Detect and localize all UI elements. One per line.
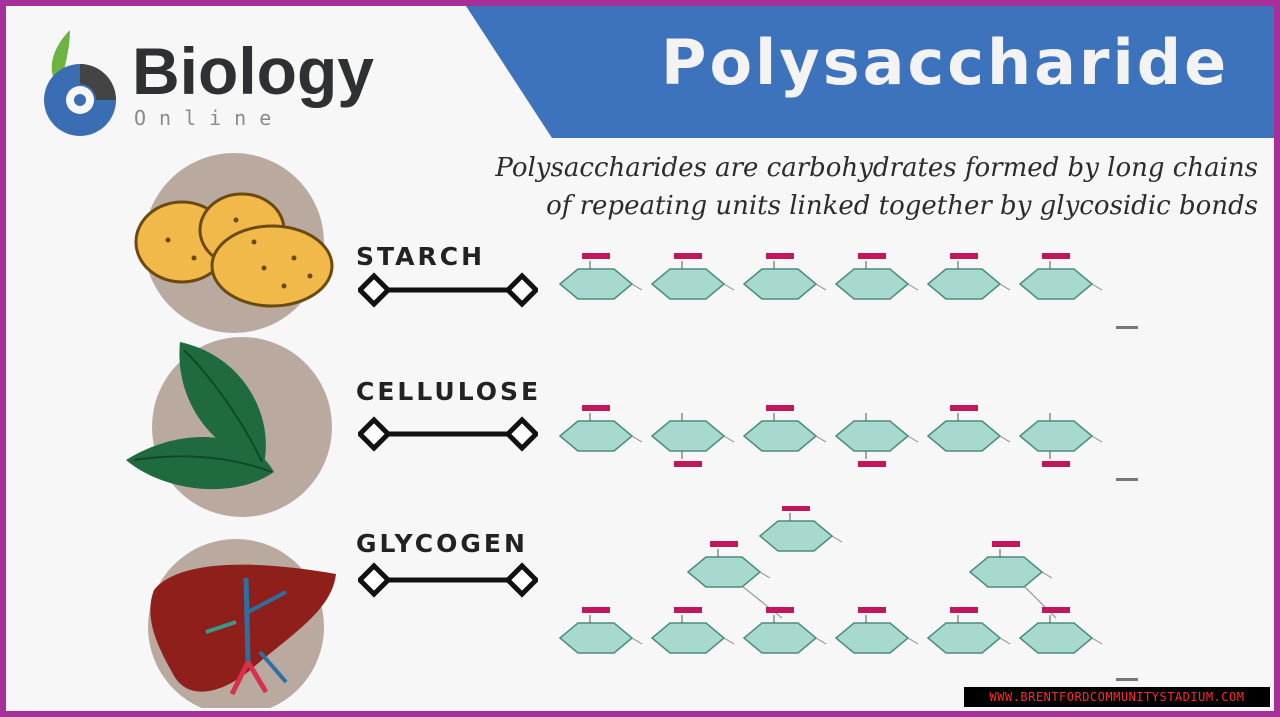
watermark-url: WWW.BRENTFORDCOMMUNITYSTADIUM.COM [964,687,1270,707]
infographic-frame: Polysaccharide Biology Online Polysaccha… [6,6,1274,711]
glycosidic-bond-icon [358,562,538,598]
glucose-ring-icon [926,253,1011,300]
glucose-ring-icon [926,607,1011,654]
glucose-ring-icon [558,607,643,654]
glucose-ring-icon [742,405,827,452]
leaf-icon [126,337,332,517]
glycogen-branch-diagram [558,506,1138,681]
glucose-ring-icon [1018,253,1103,300]
page-title: Polysaccharide [661,26,1230,99]
glucose-ring-icon [1018,413,1103,467]
definition-line-1: Polysaccharides are carbohydrates formed… [495,153,1258,183]
liver-icon [148,539,336,708]
glycosidic-bond-icon [358,272,538,308]
definition-text: Polysaccharides are carbohydrates formed… [398,149,1258,225]
glucose-ring-icon [834,413,919,467]
glucose-ring-icon [686,541,771,588]
starch-chain-diagram [558,253,1138,329]
logo-wordmark: Biology [132,34,374,108]
starch-label: STARCH [356,242,485,271]
glucose-ring-icon [650,253,735,300]
glucose-ring-icon [742,253,827,300]
glucose-ring-icon [742,607,827,654]
title-banner [466,6,1274,138]
cellulose-chain-diagram [558,405,1138,481]
glycosidic-bond-icon [358,416,538,452]
glucose-ring-icon [558,253,643,300]
glucose-ring-icon [926,405,1011,452]
glucose-ring-icon [834,253,919,300]
cellulose-label: CELLULOSE [356,377,542,406]
potato-icon [134,153,334,333]
glucose-ring-icon [650,413,735,467]
glucose-ring-icon [834,607,919,654]
logo-subtitle: Online [134,106,285,130]
glucose-ring-icon [558,405,643,452]
glucose-ring-icon [650,607,735,654]
definition-line-2: of repeating units linked together by gl… [546,191,1258,221]
glucose-ring-icon [758,506,843,552]
glycogen-label: GLYCOGEN [356,529,528,558]
glucose-ring-icon [1018,607,1103,654]
biology-online-logo-icon [44,30,116,136]
glucose-ring-icon [968,541,1053,588]
